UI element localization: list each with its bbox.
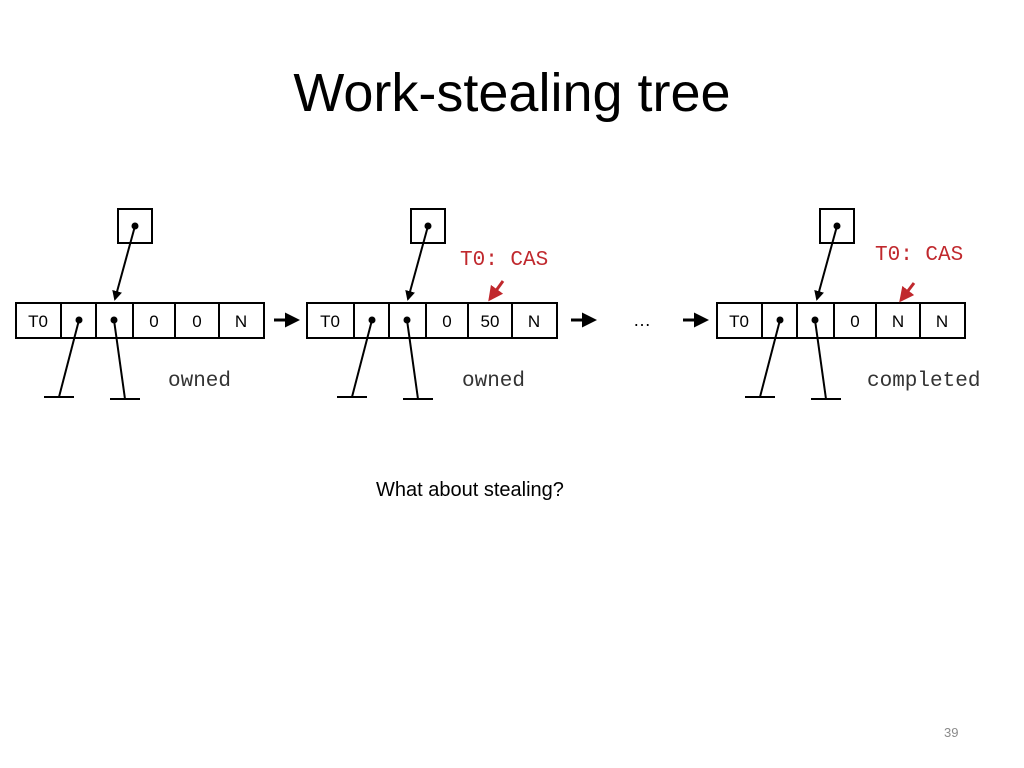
left-child-pointer xyxy=(58,319,80,398)
cell-owner-text: T0 xyxy=(729,312,749,331)
right-child-pointer xyxy=(406,319,419,400)
status-label: owned xyxy=(168,370,231,393)
node-2: T0 0 50 N T0: CAS owned xyxy=(306,208,558,400)
left-child-pointer xyxy=(759,319,781,398)
cell-until-text: N xyxy=(936,312,948,331)
node-cells xyxy=(306,302,558,339)
right-child-pointer xyxy=(113,319,126,400)
cell-owner-text: T0 xyxy=(320,312,340,331)
cell-right-pointer xyxy=(388,302,427,339)
cell-progress xyxy=(174,302,220,339)
cell-progress xyxy=(875,302,921,339)
cell-until xyxy=(919,302,966,339)
cell-owner xyxy=(306,302,355,339)
left-child-pointer xyxy=(351,319,373,398)
cell-progress-text: N xyxy=(892,312,904,331)
cell-start xyxy=(425,302,469,339)
cas-arrow xyxy=(488,280,505,302)
stealing-question: What about stealing? xyxy=(376,479,564,501)
node-cells xyxy=(716,302,966,339)
cell-until-text: N xyxy=(235,312,247,331)
cell-until xyxy=(218,302,265,339)
cell-owner xyxy=(716,302,763,339)
slide-number: 39 xyxy=(944,725,959,740)
node-3: T0 0 N N T0: CAS completed xyxy=(716,208,980,400)
cas-annotation: T0: CAS xyxy=(460,249,548,272)
slide-title: Work-stealing tree xyxy=(293,63,731,123)
cell-start-text: 0 xyxy=(442,312,451,331)
cas-annotation: T0: CAS xyxy=(875,244,963,267)
cell-progress-text: 50 xyxy=(481,312,500,331)
node-cells xyxy=(15,302,265,339)
node-1: T0 0 0 N owned xyxy=(15,208,265,400)
cell-until xyxy=(511,302,558,339)
ellipsis: … xyxy=(633,310,651,330)
cas-arrow xyxy=(899,282,916,303)
parent-pointer-arrow xyxy=(112,225,136,301)
cell-start xyxy=(833,302,877,339)
cell-start-text: 0 xyxy=(149,312,158,331)
status-label: completed xyxy=(867,370,980,393)
cell-start xyxy=(132,302,176,339)
parent-pointer-arrow xyxy=(405,225,429,301)
cell-owner-text: T0 xyxy=(28,312,48,331)
right-child-pointer xyxy=(814,319,827,400)
cell-start-text: 0 xyxy=(850,312,859,331)
cell-until-text: N xyxy=(528,312,540,331)
cell-progress-text: 0 xyxy=(192,312,201,331)
parent-pointer-arrow xyxy=(814,225,838,301)
status-label: owned xyxy=(462,370,525,393)
